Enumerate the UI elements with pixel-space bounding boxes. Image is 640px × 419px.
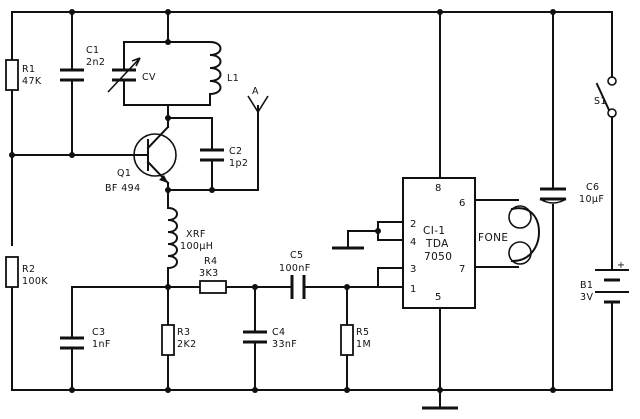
c3-value: 1nF: [92, 339, 111, 350]
s1-switch: [595, 11, 617, 271]
q1-ref: Q1: [117, 168, 131, 179]
c3-ref: C3: [92, 327, 105, 338]
b1-ref: B1: [580, 280, 593, 291]
c6-ref: C6: [586, 182, 599, 193]
l1-ref: L1: [227, 73, 239, 84]
ic-pin-label: 4: [410, 237, 416, 248]
ic-pin2-4-wire: [347, 221, 404, 249]
ic-value: TDA: [425, 238, 449, 250]
earphone-icon: [508, 205, 540, 265]
r3-resistor: [161, 286, 175, 391]
q1-transistor: [133, 125, 177, 191]
c5-capacitor: [290, 275, 306, 299]
ic-pin-label: 8: [435, 183, 441, 194]
ic-tda7050: [402, 177, 476, 309]
fone-ref: FONE: [478, 232, 508, 244]
r3-value: 2K2: [177, 339, 197, 350]
xrf-value: 100µH: [180, 241, 213, 252]
ic-pin-label: 2: [410, 219, 416, 230]
c4-ref: C4: [272, 327, 285, 338]
r5-ref: R5: [356, 327, 369, 338]
ic-pin3-1-wire: [377, 267, 404, 288]
c5-ref: C5: [290, 250, 303, 261]
r4-resistor: [199, 280, 227, 294]
c2-value: 1p2: [229, 158, 248, 169]
collector-wire: [167, 117, 213, 191]
ic-pin-label: 5: [435, 292, 441, 303]
b1-polarity: +: [617, 260, 625, 271]
c1-ref: C1: [86, 45, 99, 56]
cv-variable-capacitor: [107, 57, 141, 93]
b1-battery: [595, 269, 629, 391]
c1-capacitor: [60, 11, 84, 156]
c5-value: 100nF: [279, 263, 311, 274]
r3-ref: R3: [177, 327, 190, 338]
r2-ref: R2: [22, 264, 35, 275]
r5-value: 1M: [356, 339, 371, 350]
fone-wires: [474, 199, 519, 268]
c2-capacitor: [200, 148, 224, 162]
q1-value: BF 494: [105, 183, 141, 194]
r1-ref: R1: [22, 64, 35, 75]
l1-coil: [208, 40, 222, 106]
r1-resistor: [5, 11, 19, 391]
c6-value: 10µF: [579, 194, 604, 205]
ic-part: 7050: [424, 251, 452, 263]
c1-value: 2n2: [86, 57, 105, 68]
xrf-ref: XRF: [186, 229, 206, 240]
ic-ref: CI-1: [423, 225, 446, 237]
r4-ref: R4: [204, 256, 217, 267]
r2-value: 100K: [22, 276, 48, 287]
c3-capacitor: [60, 286, 84, 391]
c6-capacitor: [539, 11, 567, 391]
c4-capacitor: [243, 286, 267, 391]
r5-resistor: [340, 286, 354, 391]
b1-value: 3V: [580, 292, 593, 303]
r1-value: 47K: [22, 76, 42, 87]
antenna-symbol: [211, 95, 269, 191]
ic-pin-label: 7: [459, 264, 465, 275]
r2-resistor: [5, 256, 19, 288]
r4-value: 3K3: [199, 268, 219, 279]
c4-value: 33nF: [272, 339, 297, 350]
junction-dots: [9, 9, 556, 393]
ic-pin-label: 1: [410, 284, 416, 295]
cv-ref: CV: [142, 72, 156, 83]
c2-ref: C2: [229, 146, 242, 157]
s1-ref: S1: [594, 96, 607, 107]
ic-pin-label: 6: [459, 198, 465, 209]
antenna-ref: A: [252, 86, 259, 97]
ic-pin-label: 3: [410, 264, 416, 275]
xrf-choke: [167, 189, 178, 288]
